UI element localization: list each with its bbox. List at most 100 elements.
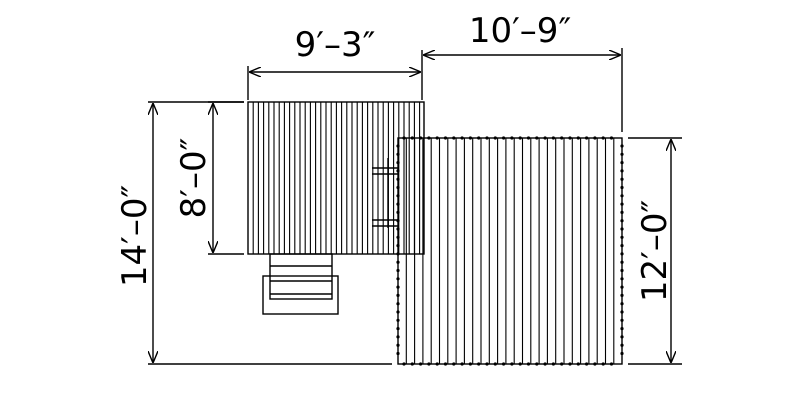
railing-post [551, 136, 556, 140]
railing-post [609, 136, 614, 140]
railing-post [396, 327, 400, 331]
dimension-label-9-3: 9′–3″ [295, 25, 376, 65]
railing-post [620, 293, 624, 297]
railing-post [396, 277, 400, 281]
railing-post [396, 202, 400, 206]
railing-post [468, 362, 472, 366]
railing-post [620, 210, 624, 214]
stairs [262, 253, 339, 315]
railing-post [396, 285, 400, 289]
railing-post [396, 185, 400, 190]
railing-post [396, 302, 400, 306]
deck-connector [372, 158, 398, 228]
railing-post [460, 136, 464, 140]
railing-post [620, 177, 624, 181]
railing-post [419, 362, 423, 366]
railing-post [502, 362, 506, 366]
railing-post [410, 362, 414, 366]
railing-post [535, 136, 539, 140]
dimension-label-10-9: 10′–9″ [469, 11, 571, 51]
railing-post [485, 136, 489, 140]
railing-post [396, 351, 400, 356]
railing-post [493, 136, 497, 140]
railing-post [396, 152, 400, 156]
railing-post [396, 210, 400, 214]
railing-post [468, 136, 472, 140]
railing-post [620, 227, 624, 231]
dimension-label-14-0: 14′–0″ [115, 185, 155, 287]
railing-post [620, 144, 624, 148]
railing-post [443, 136, 448, 140]
railing-post [620, 235, 624, 239]
railing-post [460, 362, 464, 366]
railing-post [396, 161, 400, 165]
railing-post [620, 252, 624, 256]
railing-post [620, 244, 624, 248]
railing-post [620, 335, 624, 339]
railing-post [396, 260, 400, 264]
railing-post [518, 136, 522, 140]
railing-post [585, 362, 589, 366]
railing-post [396, 335, 400, 339]
railing-post [396, 293, 400, 297]
railing-post [560, 136, 564, 140]
railing-post [402, 136, 406, 140]
railing-post [620, 268, 624, 273]
small-deck-boards [252, 102, 421, 254]
dimension-label-8-0: 8′–0″ [174, 138, 214, 219]
railing-post [620, 219, 624, 223]
railing-post [620, 260, 624, 264]
railing-post [510, 136, 514, 140]
large-deck-boards [405, 138, 615, 364]
railing-post [593, 362, 597, 366]
railing-post [402, 362, 406, 366]
railing-post [518, 362, 522, 366]
railing-post [620, 327, 624, 331]
railing-post [620, 343, 624, 347]
dimension-label-12-0: 12′–0″ [635, 200, 675, 302]
railing-post [576, 136, 580, 140]
dimension-left-overall: 14′–0″ [115, 101, 392, 365]
railing-post [493, 362, 497, 366]
railing-post [526, 362, 531, 366]
railing-post [510, 362, 514, 366]
railing-post [535, 362, 539, 366]
dimension-top-right: 10′–9″ [424, 11, 623, 132]
railing-post [443, 362, 448, 366]
railing-post [410, 136, 414, 140]
railing-post [620, 318, 624, 322]
railing-post [620, 302, 624, 306]
railing-post [452, 136, 456, 140]
railing-post [620, 277, 624, 281]
railing-post [435, 362, 439, 366]
railing-post [620, 310, 624, 314]
railing-post [396, 169, 400, 173]
railing-post [419, 136, 423, 140]
railing-post [396, 268, 400, 273]
railing-post [427, 136, 431, 140]
railing-post [620, 351, 624, 356]
railing-post [396, 235, 400, 239]
railing-post [435, 136, 439, 140]
railing-post [568, 136, 572, 140]
railing-post [477, 136, 481, 140]
railing-post [452, 362, 456, 366]
railing-post [485, 362, 489, 366]
railing-post [620, 285, 624, 289]
railing-post [502, 136, 506, 140]
railing-post [396, 252, 400, 256]
railing-post [477, 362, 481, 366]
railing-post [620, 169, 624, 173]
railing-post [396, 318, 400, 322]
railing-post [396, 194, 400, 198]
railing-post [396, 244, 400, 248]
large-deck-railing-posts [396, 136, 624, 366]
railing-post [543, 362, 547, 366]
dimension-top-left: 9′–3″ [247, 25, 423, 100]
railing-post [620, 152, 624, 156]
railing-post [576, 362, 580, 366]
railing-post [601, 362, 605, 366]
railing-post [551, 362, 556, 366]
railing-post [396, 177, 400, 181]
